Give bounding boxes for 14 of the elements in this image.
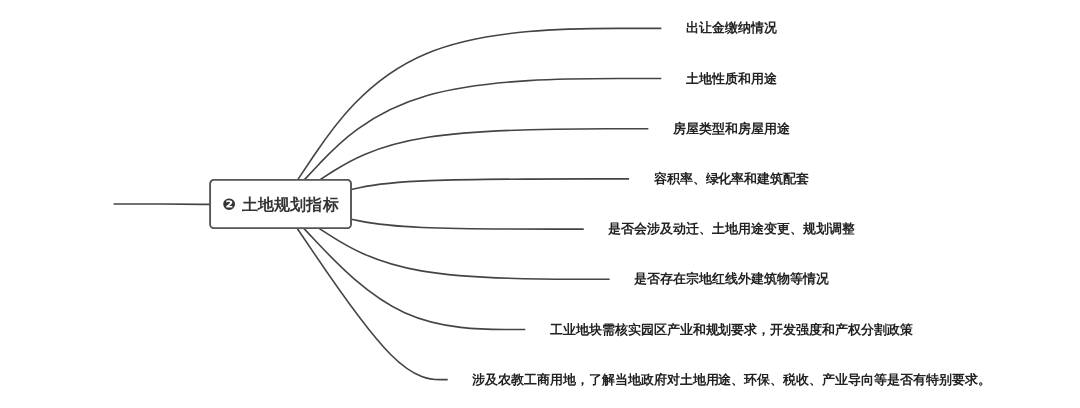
connector	[318, 127, 651, 181]
node-text: 涉及农教工商用地，了解当地政府对土地用途、环保、税收、产业导向等是否有特别要求。	[472, 371, 991, 387]
node-text: 是否会涉及动迁、土地用途变更、规划调整	[608, 220, 855, 237]
node-text: 房屋类型和房屋用途	[673, 120, 791, 136]
connector	[297, 227, 450, 381]
connector	[303, 77, 663, 181]
connector	[297, 27, 663, 181]
connector	[318, 227, 612, 281]
node-text: 出让金缴纳情况	[686, 20, 778, 36]
node-text: 容积率、绿化率和建筑配套	[654, 170, 810, 187]
node-text: 是否存在宗地红线外建筑物等情况	[634, 271, 829, 287]
node-text: 工业地块需核实园区产业和规划要求，开发强度和产权分割政策	[550, 321, 914, 337]
node-text: 土地性质和用途	[686, 70, 778, 86]
connector	[303, 227, 527, 331]
